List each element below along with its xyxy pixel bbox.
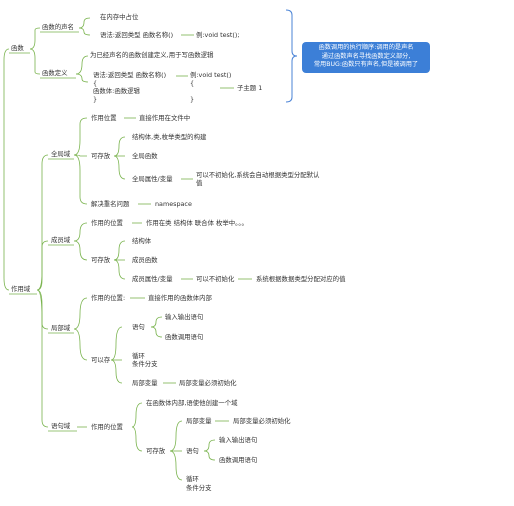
statement-loop-line-1: 循环 xyxy=(186,475,199,483)
scope-root-node: 作用域 xyxy=(11,285,31,293)
definition-subtopic: 子主题 1 xyxy=(237,84,263,92)
local-position-label: 作用的位置: xyxy=(91,294,126,302)
definition-syntax-line-3: 函数体:函数逻辑 xyxy=(93,87,140,95)
statement-statement-label: 语句 xyxy=(186,447,199,455)
local-loop-line-2: 条件分支 xyxy=(132,360,158,368)
global-attr-note-line-2: 值 xyxy=(196,179,203,187)
callout-line-1: 函数调用的执行顺序:调用的是声名 xyxy=(318,44,414,51)
callout-line-3: 常用BUG:函数只有声名,但是被调用了 xyxy=(313,61,419,68)
global-attr-note-line-1: 可以不初始化,系统会自动根据类型分配默认 xyxy=(196,171,320,179)
member-store-item-2: 成员函数 xyxy=(132,256,158,264)
global-scope-node: 全局域 xyxy=(51,150,71,158)
member-store-label: 可存放 xyxy=(91,256,111,264)
callout-line-2: 通过函数声名寻找函数定义部分, xyxy=(321,52,411,60)
function-definition-node: 函数定义 xyxy=(42,69,68,77)
global-position-label: 作用位置 xyxy=(91,114,117,122)
statement-statement-1: 输入输出语句 xyxy=(219,436,258,444)
local-var-note: 局部变量必须初始化 xyxy=(179,379,237,387)
global-store-item-2: 全局函数 xyxy=(132,152,158,160)
execution-order-callout: 函数调用的执行顺序:调用的是声名 通过函数声名寻找函数定义部分, 常用BUG:函… xyxy=(302,42,430,73)
function-declaration-node: 函数的声名 xyxy=(42,23,74,31)
declaration-example: 例:void test(); xyxy=(196,31,240,39)
statement-var-label: 局部变量 xyxy=(186,417,212,425)
global-store-item-1: 结构体,类,枚举类型的构建 xyxy=(132,133,207,141)
local-loop-line-1: 循环 xyxy=(132,352,145,360)
member-store-item-1: 结构体 xyxy=(132,237,152,245)
member-attr-note: 可以不初始化 xyxy=(196,275,235,283)
definition-example-line-2: { xyxy=(190,79,195,87)
definition-example-line-1: 例:void test() xyxy=(190,71,232,79)
local-store-label: 可以存 xyxy=(91,356,111,364)
member-position-value: 作用在类 结构体 联合体 枚举中。。。 xyxy=(146,219,248,227)
definition-syntax-line-2: { xyxy=(93,79,98,87)
declaration-item-2: 语法:返回类型 函数名称() xyxy=(100,31,174,39)
member-attr-note-2: 系统根据数据类型分配对应的值 xyxy=(256,275,346,283)
local-var-label: 局部变量 xyxy=(132,379,158,387)
local-statement-1: 输入输出语句 xyxy=(165,313,204,321)
member-store-item-3: 成员属性/变量 xyxy=(132,275,173,283)
definition-syntax-line-1: 语法:返回类型 函数名称() xyxy=(93,71,167,79)
global-position-value: 直接作用在文件中 xyxy=(139,114,191,122)
statement-scope-node: 语句域 xyxy=(51,422,71,430)
statement-loop-line-2: 条件分支 xyxy=(186,484,212,492)
definition-syntax-line-4: } xyxy=(93,95,98,103)
local-position-value: 直接作用的函数体内部 xyxy=(148,294,212,302)
global-conflict-value: namespace xyxy=(155,200,192,208)
declaration-item-1: 在内存中占位 xyxy=(100,13,139,21)
global-conflict-label: 解决重名问题 xyxy=(91,200,130,208)
statement-position-value: 在函数体内部,语使他创建一个域 xyxy=(146,399,238,407)
function-root-node: 函数 xyxy=(11,44,24,52)
definition-note: 为已经声名的函数创建定义,用于写函数逻辑 xyxy=(90,51,214,59)
global-store-label: 可存放 xyxy=(91,152,111,160)
statement-statement-2: 函数调用语句 xyxy=(219,456,258,464)
statement-position-label: 作用的位置 xyxy=(91,423,123,431)
local-statement-label: 语句 xyxy=(132,323,145,331)
local-scope-node: 局部域 xyxy=(51,324,71,332)
local-statement-2: 函数调用语句 xyxy=(165,333,204,341)
statement-store-label: 可存放 xyxy=(146,447,166,455)
statement-var-note: 局部变量必须初始化 xyxy=(233,417,291,425)
global-store-item-3: 全局属性/变量 xyxy=(132,175,173,183)
member-position-label: 作用的位置 xyxy=(91,219,123,227)
definition-example-line-4: } xyxy=(190,95,195,103)
member-scope-node: 成员域 xyxy=(51,236,71,244)
